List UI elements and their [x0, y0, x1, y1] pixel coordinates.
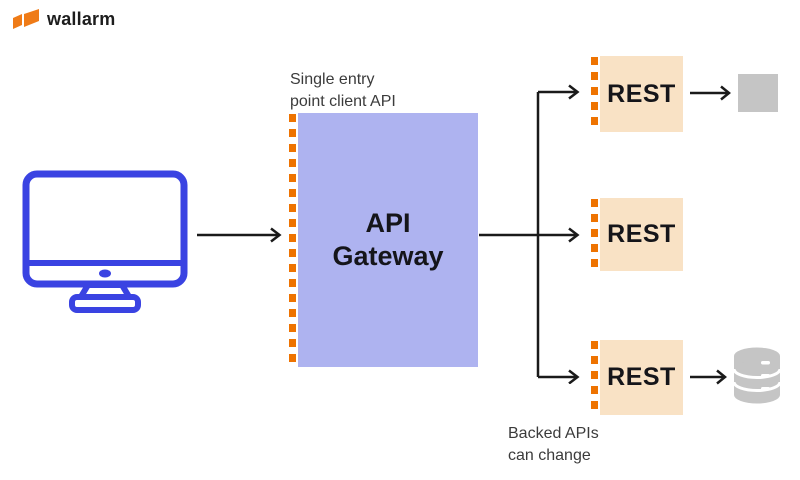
arrow-rest3-to-database [690, 369, 727, 385]
database-icon [732, 347, 782, 404]
rest-box-1: REST [600, 56, 683, 132]
wallarm-logo-icon [13, 9, 39, 29]
rest-box-3: REST [600, 340, 683, 415]
gateway-branch-connectors [479, 84, 580, 384]
gateway-dashed-border [289, 114, 296, 367]
entry-note: Single entry point client API [290, 69, 396, 113]
rest-3-label: REST [607, 363, 676, 391]
entry-note-line1: Single entry [290, 71, 375, 88]
api-gateway-box: API Gateway [298, 113, 478, 367]
api-gateway-label-line1: API [365, 208, 411, 238]
rest-2-label: REST [607, 220, 676, 248]
gray-service-square [738, 74, 778, 112]
api-gateway-label: API Gateway [332, 207, 443, 273]
rest-3-dashed-border [591, 341, 598, 414]
rest-box-2: REST [600, 198, 683, 271]
rest-1-label: REST [607, 79, 676, 108]
api-gateway-label-line2: Gateway [332, 241, 444, 271]
rest-1-dashed-border [591, 57, 598, 131]
arrow-rest1-to-service [690, 85, 731, 101]
logo-text: wallarm [47, 8, 116, 29]
arrow-client-to-gateway [197, 227, 282, 243]
rest-2-dashed-border [591, 199, 598, 270]
wallarm-logo: wallarm [13, 8, 115, 30]
backend-note: Backed APIs can change [508, 423, 599, 467]
backend-note-line1: Backed APIs [508, 425, 599, 442]
desktop-monitor-icon [22, 170, 188, 313]
entry-note-line2: point client API [290, 93, 396, 110]
backend-note-line2: can change [508, 447, 591, 464]
